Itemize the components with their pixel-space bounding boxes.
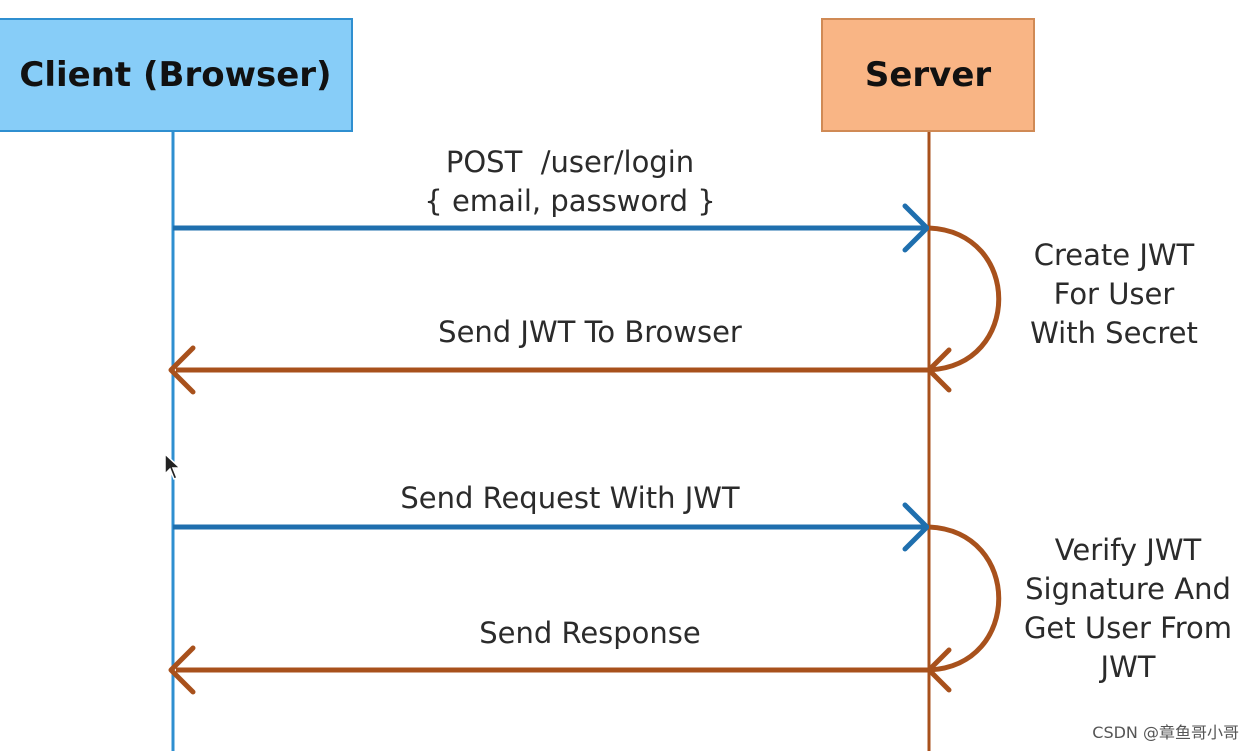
watermark-text: CSDN @章鱼哥小哥 xyxy=(1092,723,1239,742)
create-jwt-note-line: With Secret xyxy=(1030,316,1198,350)
send-jwt-label: Send JWT To Browser xyxy=(438,315,742,349)
server-actor-label: Server xyxy=(864,55,992,95)
send-request-label: Send Request With JWT xyxy=(400,481,740,515)
client-actor-label: Client (Browser) xyxy=(19,55,332,95)
verify-jwt-note-line: Signature And xyxy=(1025,572,1231,606)
verify-jwt-note-line: Verify JWT xyxy=(1054,533,1202,567)
create-jwt-note: Create JWT For User With Secret xyxy=(1006,236,1222,353)
login-endpoint-text: POST /user/login xyxy=(445,145,695,179)
create-jwt-note-line: For User xyxy=(1053,277,1175,311)
verify-jwt-loop xyxy=(928,524,1002,673)
client-actor-box: Client (Browser) xyxy=(0,18,353,132)
login-arrowhead xyxy=(902,203,930,253)
verify-jwt-note: Verify JWT Signature And Get User From J… xyxy=(1006,531,1250,687)
login-payload-text: { email, password } xyxy=(424,184,716,218)
send-jwt-arrowhead xyxy=(168,345,196,395)
create-jwt-loop xyxy=(928,225,1002,373)
verify-jwt-note-line: JWT xyxy=(1100,650,1156,684)
mouse-cursor-icon xyxy=(164,452,182,480)
verify-jwt-note-line: Get User From xyxy=(1023,611,1233,645)
server-actor-box: Server xyxy=(821,18,1035,132)
send-request-arrowhead xyxy=(902,502,930,552)
send-response-arrowhead xyxy=(168,645,196,695)
create-jwt-note-line: Create JWT xyxy=(1033,238,1195,272)
login-message-label: POST /user/login { email, password } xyxy=(370,143,770,221)
send-response-label: Send Response xyxy=(479,616,701,650)
